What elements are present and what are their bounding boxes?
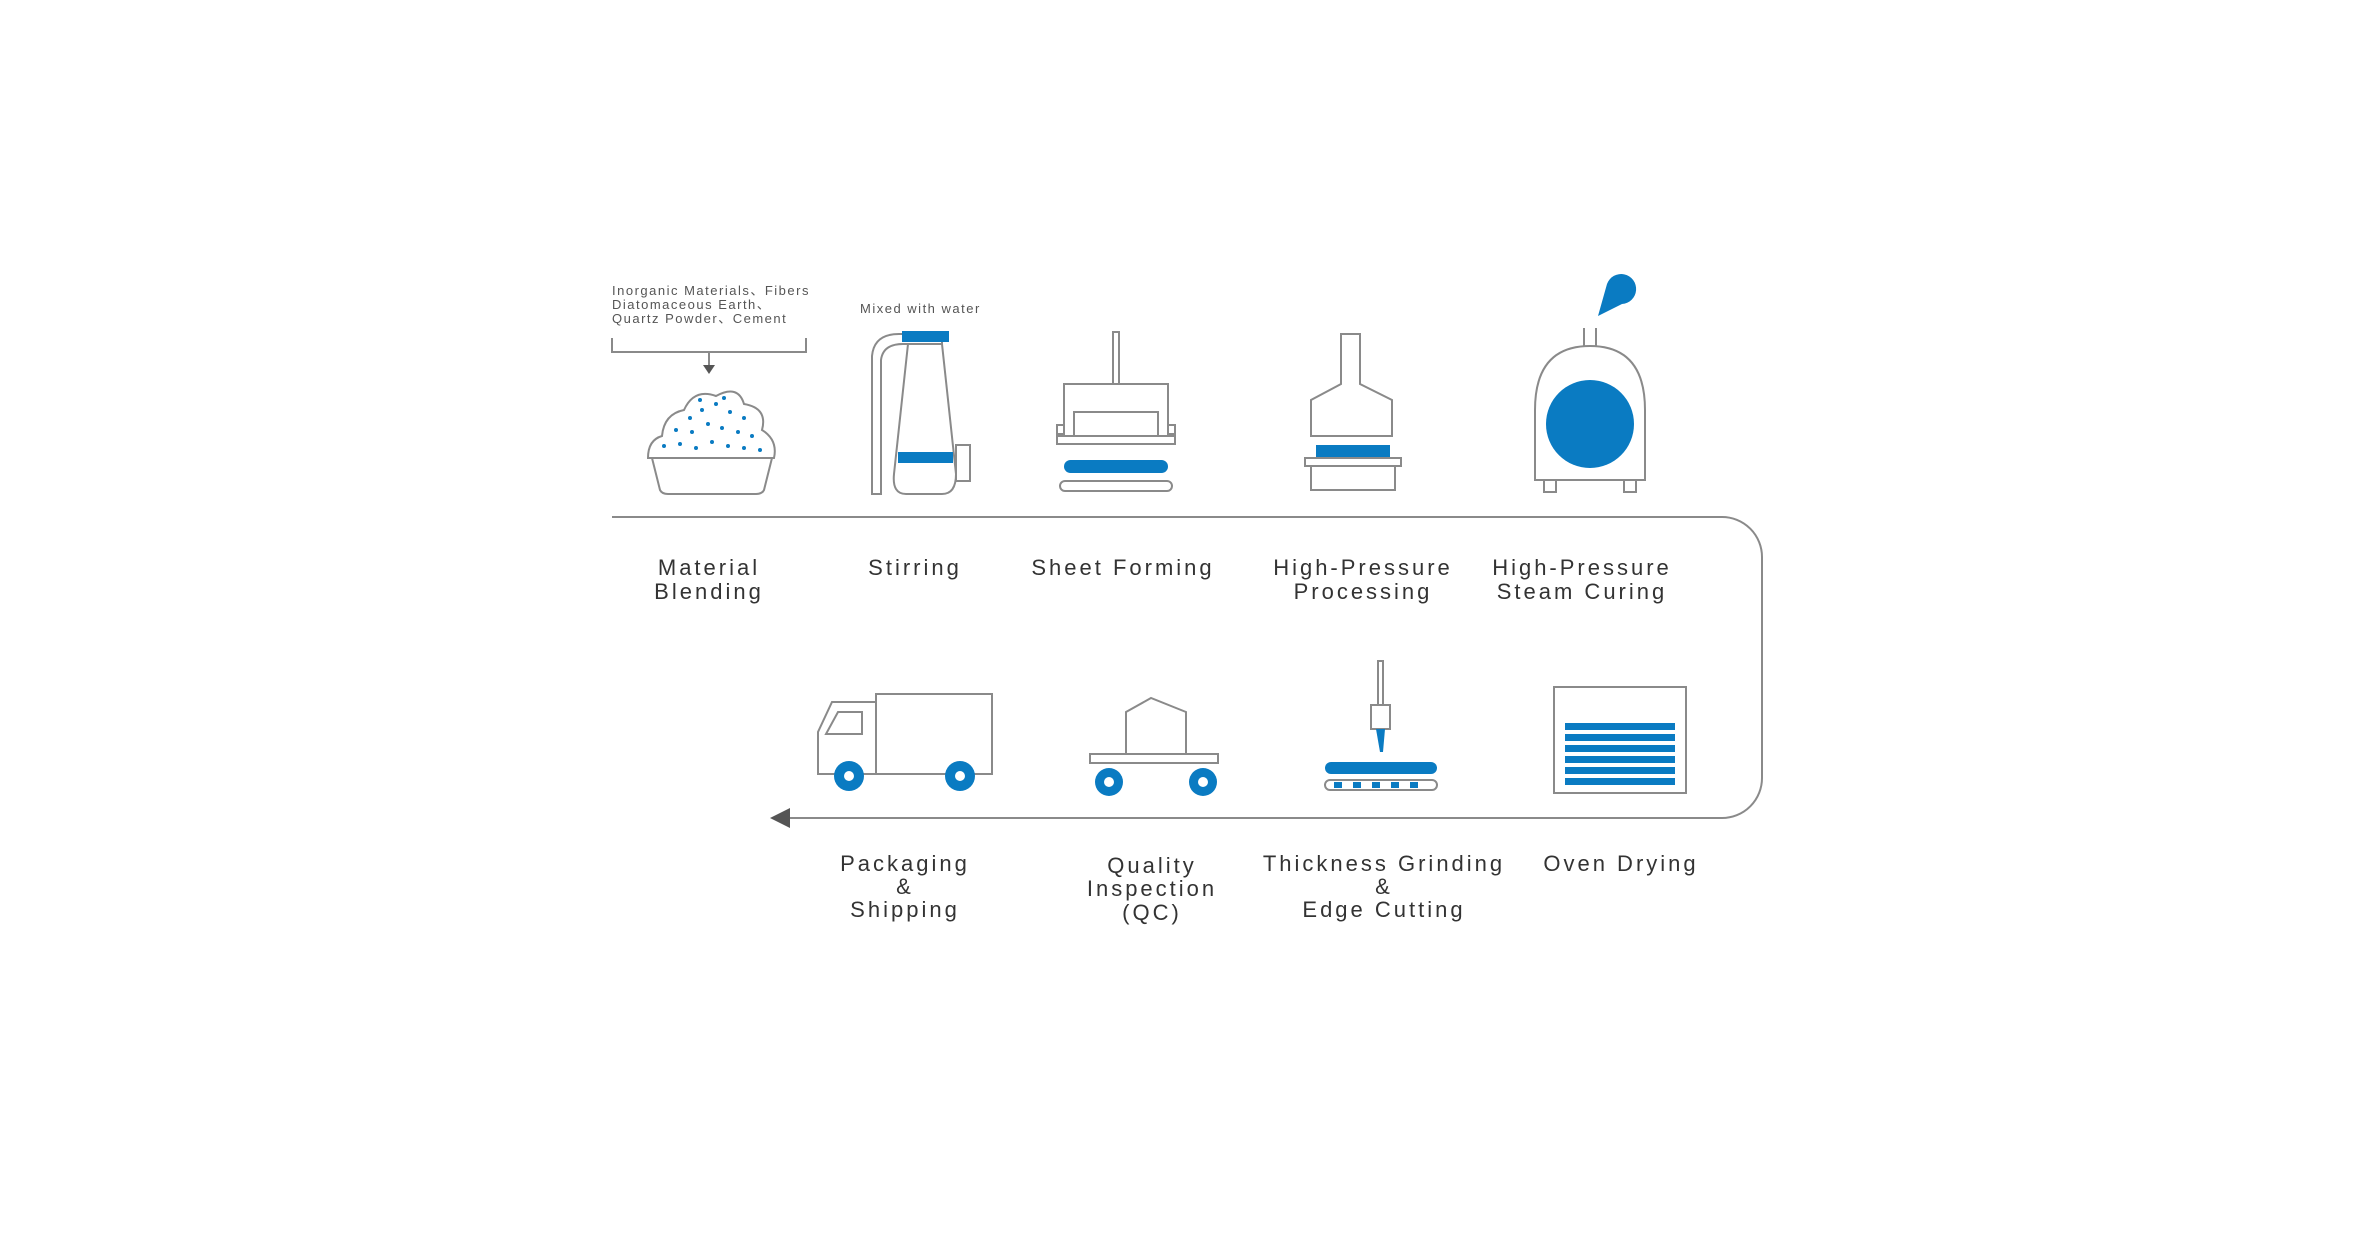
input-materials-line-1: Inorganic Materials、Fibers	[612, 283, 810, 298]
input-materials-line-3: Quartz Powder、Cement	[612, 311, 787, 326]
label-material-blending-1: Material	[658, 555, 760, 580]
thickness-grinding-edge-cutting-step	[1324, 660, 1438, 791]
label-quality-inspection-3: (QC)	[1122, 900, 1182, 925]
label-steam-curing-2: Steam Curing	[1497, 579, 1668, 604]
input-bracket	[611, 338, 807, 353]
inspection-cart-icon	[1089, 696, 1219, 796]
sheet-forming-step	[1056, 331, 1176, 492]
mixing-tank-icon	[871, 331, 971, 495]
oven-drying-step	[1553, 686, 1687, 794]
powder-bowl-icon	[646, 390, 776, 495]
flow-path	[612, 516, 1763, 819]
high-pressure-steam-curing-step	[1534, 274, 1646, 493]
label-packaging-shipping-3: Shipping	[850, 897, 960, 922]
stirring-step: Mixed with water	[860, 301, 981, 495]
sheet-forming-press-icon	[1056, 331, 1176, 492]
high-pressure-processing-step	[1304, 333, 1402, 491]
delivery-truck-icon	[817, 693, 993, 791]
autoclave-icon	[1534, 274, 1646, 493]
flow-arrowhead	[770, 808, 790, 828]
label-sheet-forming: Sheet Forming	[1031, 555, 1214, 580]
label-packaging-shipping-2: &	[896, 874, 914, 899]
drying-oven-icon	[1553, 686, 1687, 794]
label-material-blending-2: Blending	[654, 579, 764, 604]
label-oven-drying: Oven Drying	[1543, 851, 1698, 876]
input-arrowhead	[703, 365, 715, 374]
label-high-pressure-processing-2: Processing	[1294, 579, 1433, 604]
water-note: Mixed with water	[860, 301, 981, 316]
label-high-pressure-processing-1: High-Pressure	[1273, 555, 1453, 580]
quality-inspection-step	[1089, 696, 1219, 796]
label-packaging-shipping-1: Packaging	[840, 851, 970, 876]
label-steam-curing-1: High-Pressure	[1492, 555, 1672, 580]
label-quality-inspection-1: Quality	[1107, 853, 1196, 878]
hydraulic-press-icon	[1304, 333, 1402, 491]
label-stirring: Stirring	[868, 555, 962, 580]
label-quality-inspection-2: Inspection	[1087, 876, 1217, 901]
material-blending-step: Inorganic Materials、Fibers Diatomaceous …	[611, 283, 810, 495]
label-grinding-cutting-2: &	[1375, 874, 1393, 899]
label-grinding-cutting-3: Edge Cutting	[1302, 897, 1465, 922]
label-grinding-cutting-1: Thickness Grinding	[1263, 851, 1505, 876]
cutting-blade-icon	[1324, 660, 1438, 791]
input-materials-line-2: Diatomaceous Earth、	[612, 297, 771, 312]
packaging-shipping-step	[817, 693, 993, 791]
